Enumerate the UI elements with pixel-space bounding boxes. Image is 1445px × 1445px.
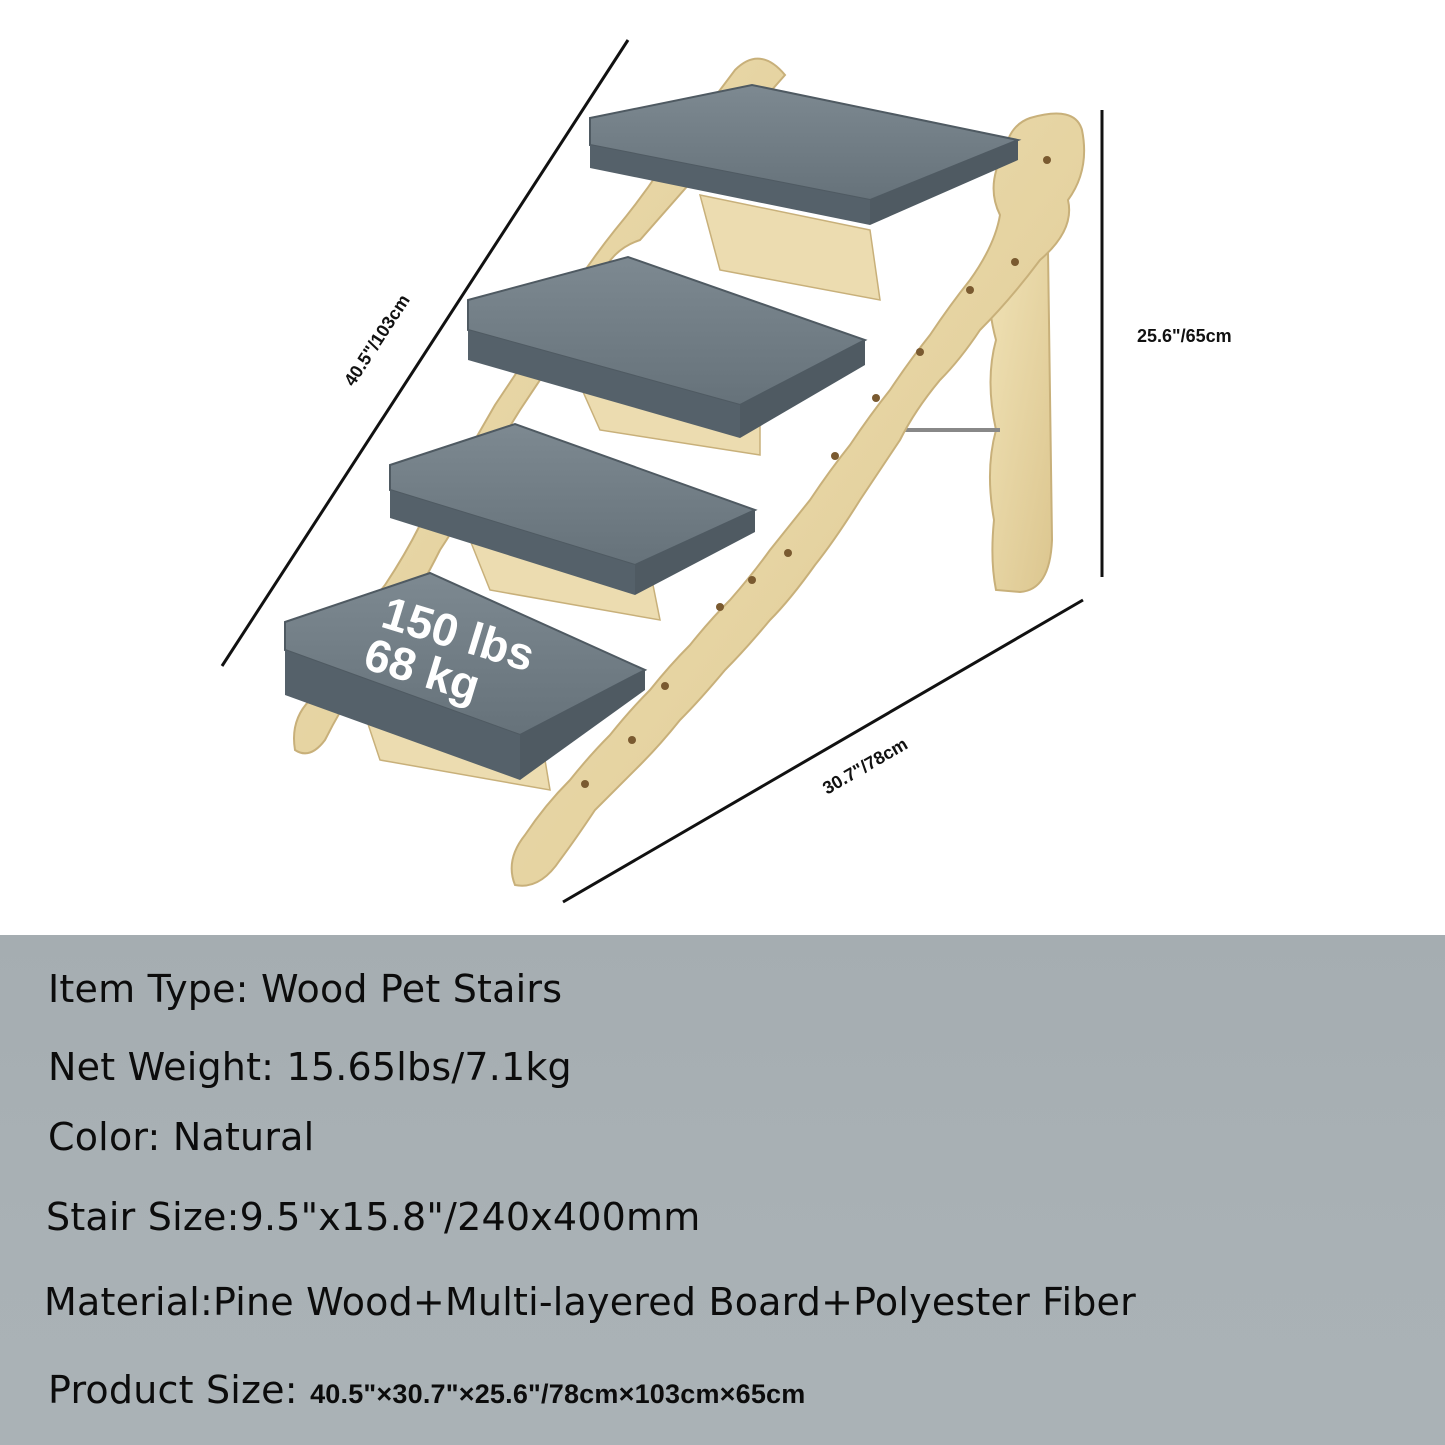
spec-product-size-label: Product Size: bbox=[48, 1368, 298, 1412]
spec-color: Color: Natural bbox=[48, 1115, 315, 1159]
step-3 bbox=[389, 422, 758, 595]
side-rail-front bbox=[510, 112, 1086, 887]
spec-product-size: Product Size: 40.5"×30.7"×25.6"/78cm×103… bbox=[48, 1368, 805, 1412]
specification-panel: Item Type: Wood Pet Stairs Net Weight: 1… bbox=[0, 935, 1445, 1445]
pet-stairs-illustration: 150 lbs 68 kg bbox=[220, 39, 1104, 904]
rail-screws bbox=[581, 156, 1051, 788]
diagonal-dimension-line bbox=[220, 39, 630, 667]
spec-product-size-value: 40.5"×30.7"×25.6"/78cm×103cm×65cm bbox=[310, 1379, 806, 1409]
spec-material: Material:Pine Wood+Multi-layered Board+P… bbox=[44, 1280, 1136, 1324]
spec-net-weight: Net Weight: 15.65lbs/7.1kg bbox=[48, 1045, 572, 1089]
step-4: 150 lbs 68 kg bbox=[284, 571, 648, 780]
spec-item-type: Item Type: Wood Pet Stairs bbox=[48, 967, 563, 1011]
height-dimension-label: 25.6"/65cm bbox=[1137, 326, 1232, 346]
step-1 bbox=[589, 83, 1022, 225]
depth-dimension-line bbox=[562, 598, 1084, 904]
riser-1 bbox=[698, 194, 881, 301]
step-2 bbox=[467, 255, 868, 438]
rear-support-leg bbox=[880, 240, 1054, 594]
spec-stair-size: Stair Size:9.5"x15.8"/240x400mm bbox=[46, 1195, 701, 1239]
